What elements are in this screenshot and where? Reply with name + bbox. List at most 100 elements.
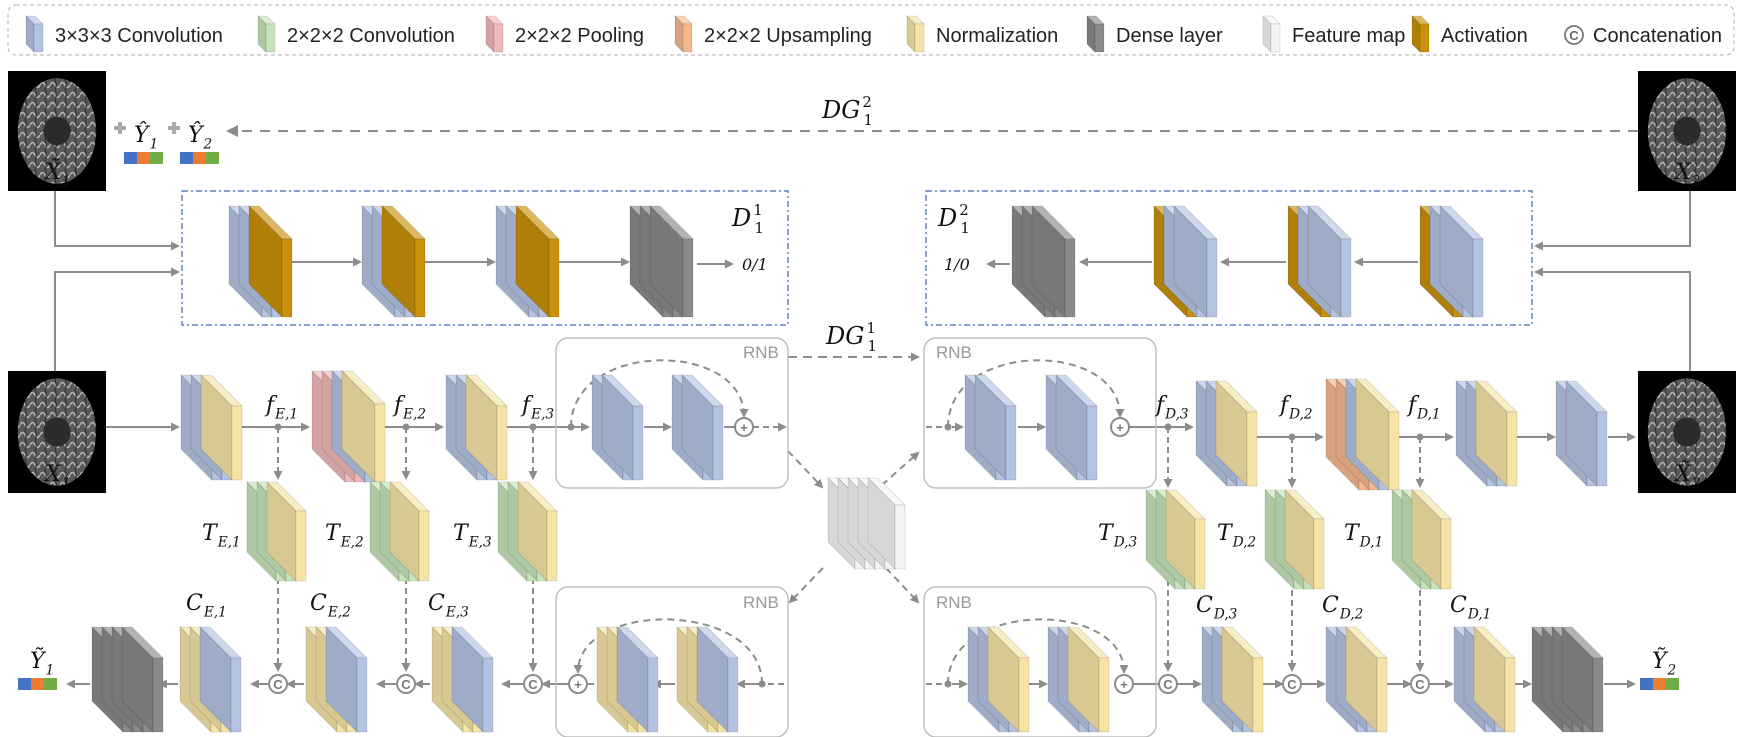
slab-front: [265, 23, 276, 53]
y1-tilde-bar: [18, 678, 57, 690]
arrow-fmap-to-rnb-tr: [881, 451, 920, 486]
label-c-e3: CE,3: [428, 591, 469, 621]
label-d2-out: 1/0: [944, 255, 970, 274]
d2-block-b3: [1419, 205, 1484, 318]
slab-front: [1504, 657, 1516, 733]
slab-front: [1086, 405, 1098, 481]
plus-bar-v: [118, 122, 122, 134]
dense-e-block: [91, 626, 164, 733]
slab-front: [493, 23, 504, 53]
label-y1-tilde: Ỹ1: [30, 646, 54, 679]
d2-block-b2: [1287, 205, 1352, 318]
label-y2-tilde: Ỹ2: [1652, 646, 1676, 679]
rnb-box-top-left-label: RNB: [743, 343, 779, 362]
d1-block-b2: [361, 205, 426, 318]
rnb-br-block-2: [1047, 626, 1110, 733]
rnb-br-block-1: [967, 626, 1030, 733]
rnb-bl-sum: [568, 674, 588, 694]
concat-d2-glyph: C: [1287, 677, 1297, 692]
segment: [124, 152, 137, 164]
legend-label: Normalization: [936, 25, 1058, 47]
y2-tilde-bar: [1640, 678, 1679, 690]
pooling-block-icon: [485, 15, 504, 53]
rnb-br-skip: [947, 618, 1129, 685]
legend-label: 2×2×2 Upsampling: [704, 25, 872, 47]
label-f-d2: fD,2: [1278, 393, 1313, 423]
decoder-e-block-1: [179, 626, 242, 733]
slab-front: [546, 510, 558, 582]
rnb-tl-skip: [570, 359, 749, 428]
label-t-e1: TE,1: [202, 521, 241, 551]
slab-front: [1440, 518, 1452, 590]
slab-front: [1270, 23, 1281, 53]
label-t-e2: TE,2: [325, 521, 364, 551]
image-x1: [8, 371, 106, 493]
segment: [1653, 678, 1666, 690]
segment: [180, 152, 193, 164]
ventricle: [1673, 417, 1701, 447]
segment: [206, 152, 219, 164]
slab-front: [418, 510, 430, 582]
y2-hat-bar: [180, 152, 219, 164]
encoder-pool-block: [311, 370, 386, 483]
image-x1-label: X1: [43, 462, 70, 492]
slab-side: [1055, 374, 1088, 481]
slab-side: [681, 374, 714, 481]
slab-front: [496, 405, 508, 481]
rnb-box-bottom-right: [923, 586, 1157, 737]
slab-front: [914, 23, 925, 53]
slab-front: [1094, 23, 1105, 53]
label-f-d3: fD,3: [1154, 393, 1189, 423]
slab-front: [632, 405, 644, 481]
normalization-block-icon: [906, 15, 925, 53]
decoder-block-1: [1195, 380, 1258, 487]
slab-front: [647, 657, 659, 733]
slab-front: [152, 657, 164, 733]
arrow-rnb-to-fmap: [787, 450, 824, 489]
slab-front: [414, 238, 426, 318]
image-x1-tilde-label: X̃1: [43, 159, 70, 190]
rnb-box-bottom-left: [555, 586, 789, 737]
legend-label: Dense layer: [1116, 25, 1223, 47]
d2-dense-block: [1011, 205, 1076, 318]
encoder-block-2: [445, 374, 508, 481]
segment: [150, 152, 163, 164]
transform-block-e3: [497, 481, 558, 582]
label-y2-hat: Ŷ2: [188, 121, 212, 153]
slab-front: [1388, 411, 1400, 491]
concat-d1-glyph: C: [1415, 677, 1425, 692]
segment: [1666, 678, 1679, 690]
rnb-bl-sum-glyph: +: [574, 677, 582, 692]
decoder-output-block: [1555, 380, 1608, 487]
slab-front: [1194, 518, 1206, 590]
decoder-d-block-1: [1453, 626, 1516, 733]
slab-front: [1419, 23, 1430, 53]
arrow-fmap-to-rnb-br: [885, 567, 920, 604]
bottleneck-feature-map: [827, 477, 906, 570]
concat-d3: [1158, 674, 1178, 694]
slab-front: [548, 238, 560, 318]
rnb-box-top-right: [923, 337, 1157, 489]
upsampling-block-icon: [674, 15, 693, 53]
rnb-box-top-left: [555, 337, 789, 489]
label-c-d2: CD,2: [1322, 593, 1363, 623]
image-x2-tilde: [1638, 371, 1736, 493]
slab-front: [727, 657, 739, 733]
decoder-block-2: [1455, 380, 1518, 487]
rnb-bl-skip: [573, 618, 763, 685]
slab-front: [1206, 238, 1218, 318]
label-t-d1: TD,1: [1344, 521, 1383, 551]
label-c-d1: CD,1: [1450, 593, 1491, 623]
slab-front: [682, 23, 693, 53]
slab-front: [1005, 405, 1017, 481]
slab-front: [1252, 657, 1264, 733]
label-c-e2: CE,2: [310, 591, 351, 621]
y1-hat-bar: [124, 152, 163, 164]
ventricle: [43, 116, 71, 146]
label-f-d1: fD,1: [1406, 393, 1441, 423]
transform-block-e1: [246, 481, 307, 582]
segment: [1640, 678, 1653, 690]
slab-front: [894, 504, 906, 570]
